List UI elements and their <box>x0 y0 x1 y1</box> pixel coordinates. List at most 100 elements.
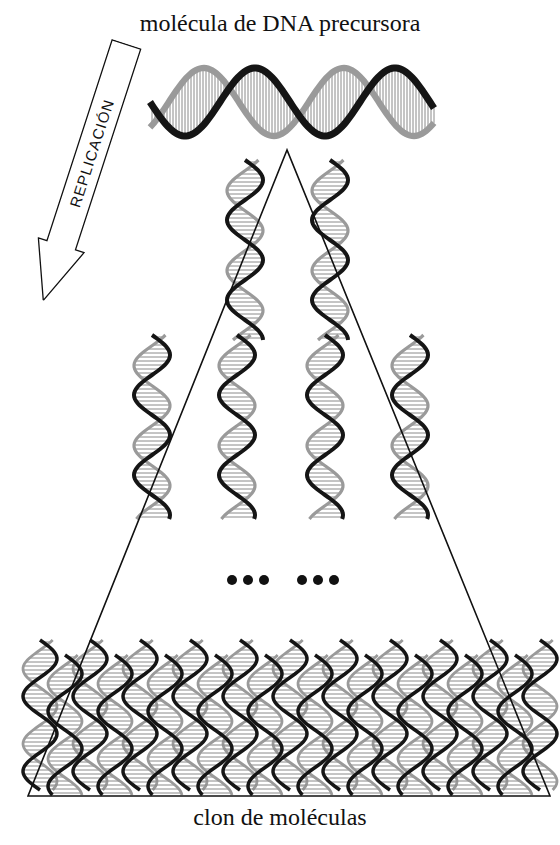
base-pair <box>503 721 532 722</box>
base-pair <box>314 306 347 307</box>
base-pair <box>333 730 356 731</box>
base-pair <box>373 698 403 699</box>
base-pair <box>504 673 531 674</box>
base-pair <box>423 694 448 695</box>
base-pair <box>403 749 432 750</box>
base-pair <box>526 662 557 663</box>
base-pair <box>178 706 207 707</box>
base-pair <box>23 666 53 667</box>
dot <box>259 575 269 585</box>
base-pair <box>475 766 495 767</box>
precursor-label: molécula de DNA precursora <box>0 10 560 37</box>
base-pair <box>184 654 205 655</box>
base-pair <box>135 361 168 362</box>
base-pair <box>501 677 532 678</box>
base-pair <box>98 761 124 762</box>
base-pair <box>308 369 334 370</box>
base-pair <box>138 437 170 438</box>
base-pair <box>529 658 556 659</box>
base-pair <box>300 753 331 754</box>
base-pair <box>348 785 375 786</box>
base-pair <box>226 662 257 663</box>
base-pair <box>501 793 532 794</box>
base-pair <box>224 405 255 406</box>
base-pair <box>397 405 428 406</box>
base-pair <box>453 721 482 722</box>
base-pair <box>448 709 473 710</box>
base-pair <box>98 785 125 786</box>
base-pair <box>108 745 131 746</box>
base-pair <box>281 89 282 135</box>
base-pair <box>429 782 457 783</box>
base-pair <box>101 677 132 678</box>
dna-helix <box>312 160 348 340</box>
caption-text: molécula de DNA precursora <box>140 10 421 36</box>
base-pair <box>529 782 557 783</box>
base-pair <box>351 677 382 678</box>
base-pair <box>500 717 531 718</box>
base-pair <box>525 702 556 703</box>
base-pair <box>198 685 225 686</box>
base-pair <box>179 87 180 135</box>
base-pair <box>273 746 299 747</box>
base-pair <box>232 310 263 311</box>
base-pair <box>392 397 424 398</box>
base-pair <box>23 746 49 747</box>
precursor-dna-helix <box>150 68 434 136</box>
base-pair <box>373 774 403 775</box>
base-pair <box>227 302 259 303</box>
dna-strand <box>312 160 348 340</box>
dna-strand <box>148 655 182 795</box>
base-pair <box>231 262 263 263</box>
dot <box>227 575 237 585</box>
base-pair <box>338 69 339 130</box>
base-pair <box>450 717 481 718</box>
base-pair <box>198 681 228 682</box>
base-pair <box>220 449 246 450</box>
base-pair <box>194 71 195 133</box>
dna-strand <box>298 655 332 795</box>
base-pair <box>498 713 528 714</box>
base-pair <box>123 694 148 695</box>
base-pair <box>459 669 480 670</box>
base-pair <box>273 670 300 671</box>
base-pair <box>393 441 426 442</box>
base-pair <box>150 781 170 782</box>
base-pair <box>458 725 481 726</box>
base-pair <box>29 658 56 659</box>
base-pair <box>407 73 408 135</box>
base-pair <box>359 669 380 670</box>
base-pair <box>312 302 344 303</box>
dna-strand <box>298 655 332 795</box>
base-pair <box>278 734 307 735</box>
base-pair <box>533 710 556 711</box>
base-pair <box>98 681 128 682</box>
base-pair <box>473 746 499 747</box>
base-pair <box>23 694 48 695</box>
base-pair <box>298 789 328 790</box>
base-pair <box>223 670 250 671</box>
base-pair <box>313 186 346 187</box>
clone-label: clon de moléculas <box>0 804 560 831</box>
base-pair <box>308 441 341 442</box>
base-pair <box>400 717 431 718</box>
dna-strand <box>348 655 382 795</box>
base-pair <box>228 186 261 187</box>
base-pair <box>206 68 207 122</box>
base-pair <box>188 76 189 136</box>
base-pair <box>223 770 250 771</box>
base-pair <box>23 770 50 771</box>
base-pair <box>329 658 356 659</box>
base-pair <box>125 766 145 767</box>
base-pair <box>128 706 157 707</box>
base-pair <box>500 753 531 754</box>
base-pair <box>275 766 295 767</box>
base-pair <box>100 717 131 718</box>
base-pair <box>251 677 282 678</box>
base-pair <box>376 662 407 663</box>
base-pair <box>384 654 405 655</box>
base-pair <box>223 746 249 747</box>
base-pair <box>234 654 255 655</box>
base-pair <box>341 68 342 127</box>
base-pair <box>453 749 482 750</box>
